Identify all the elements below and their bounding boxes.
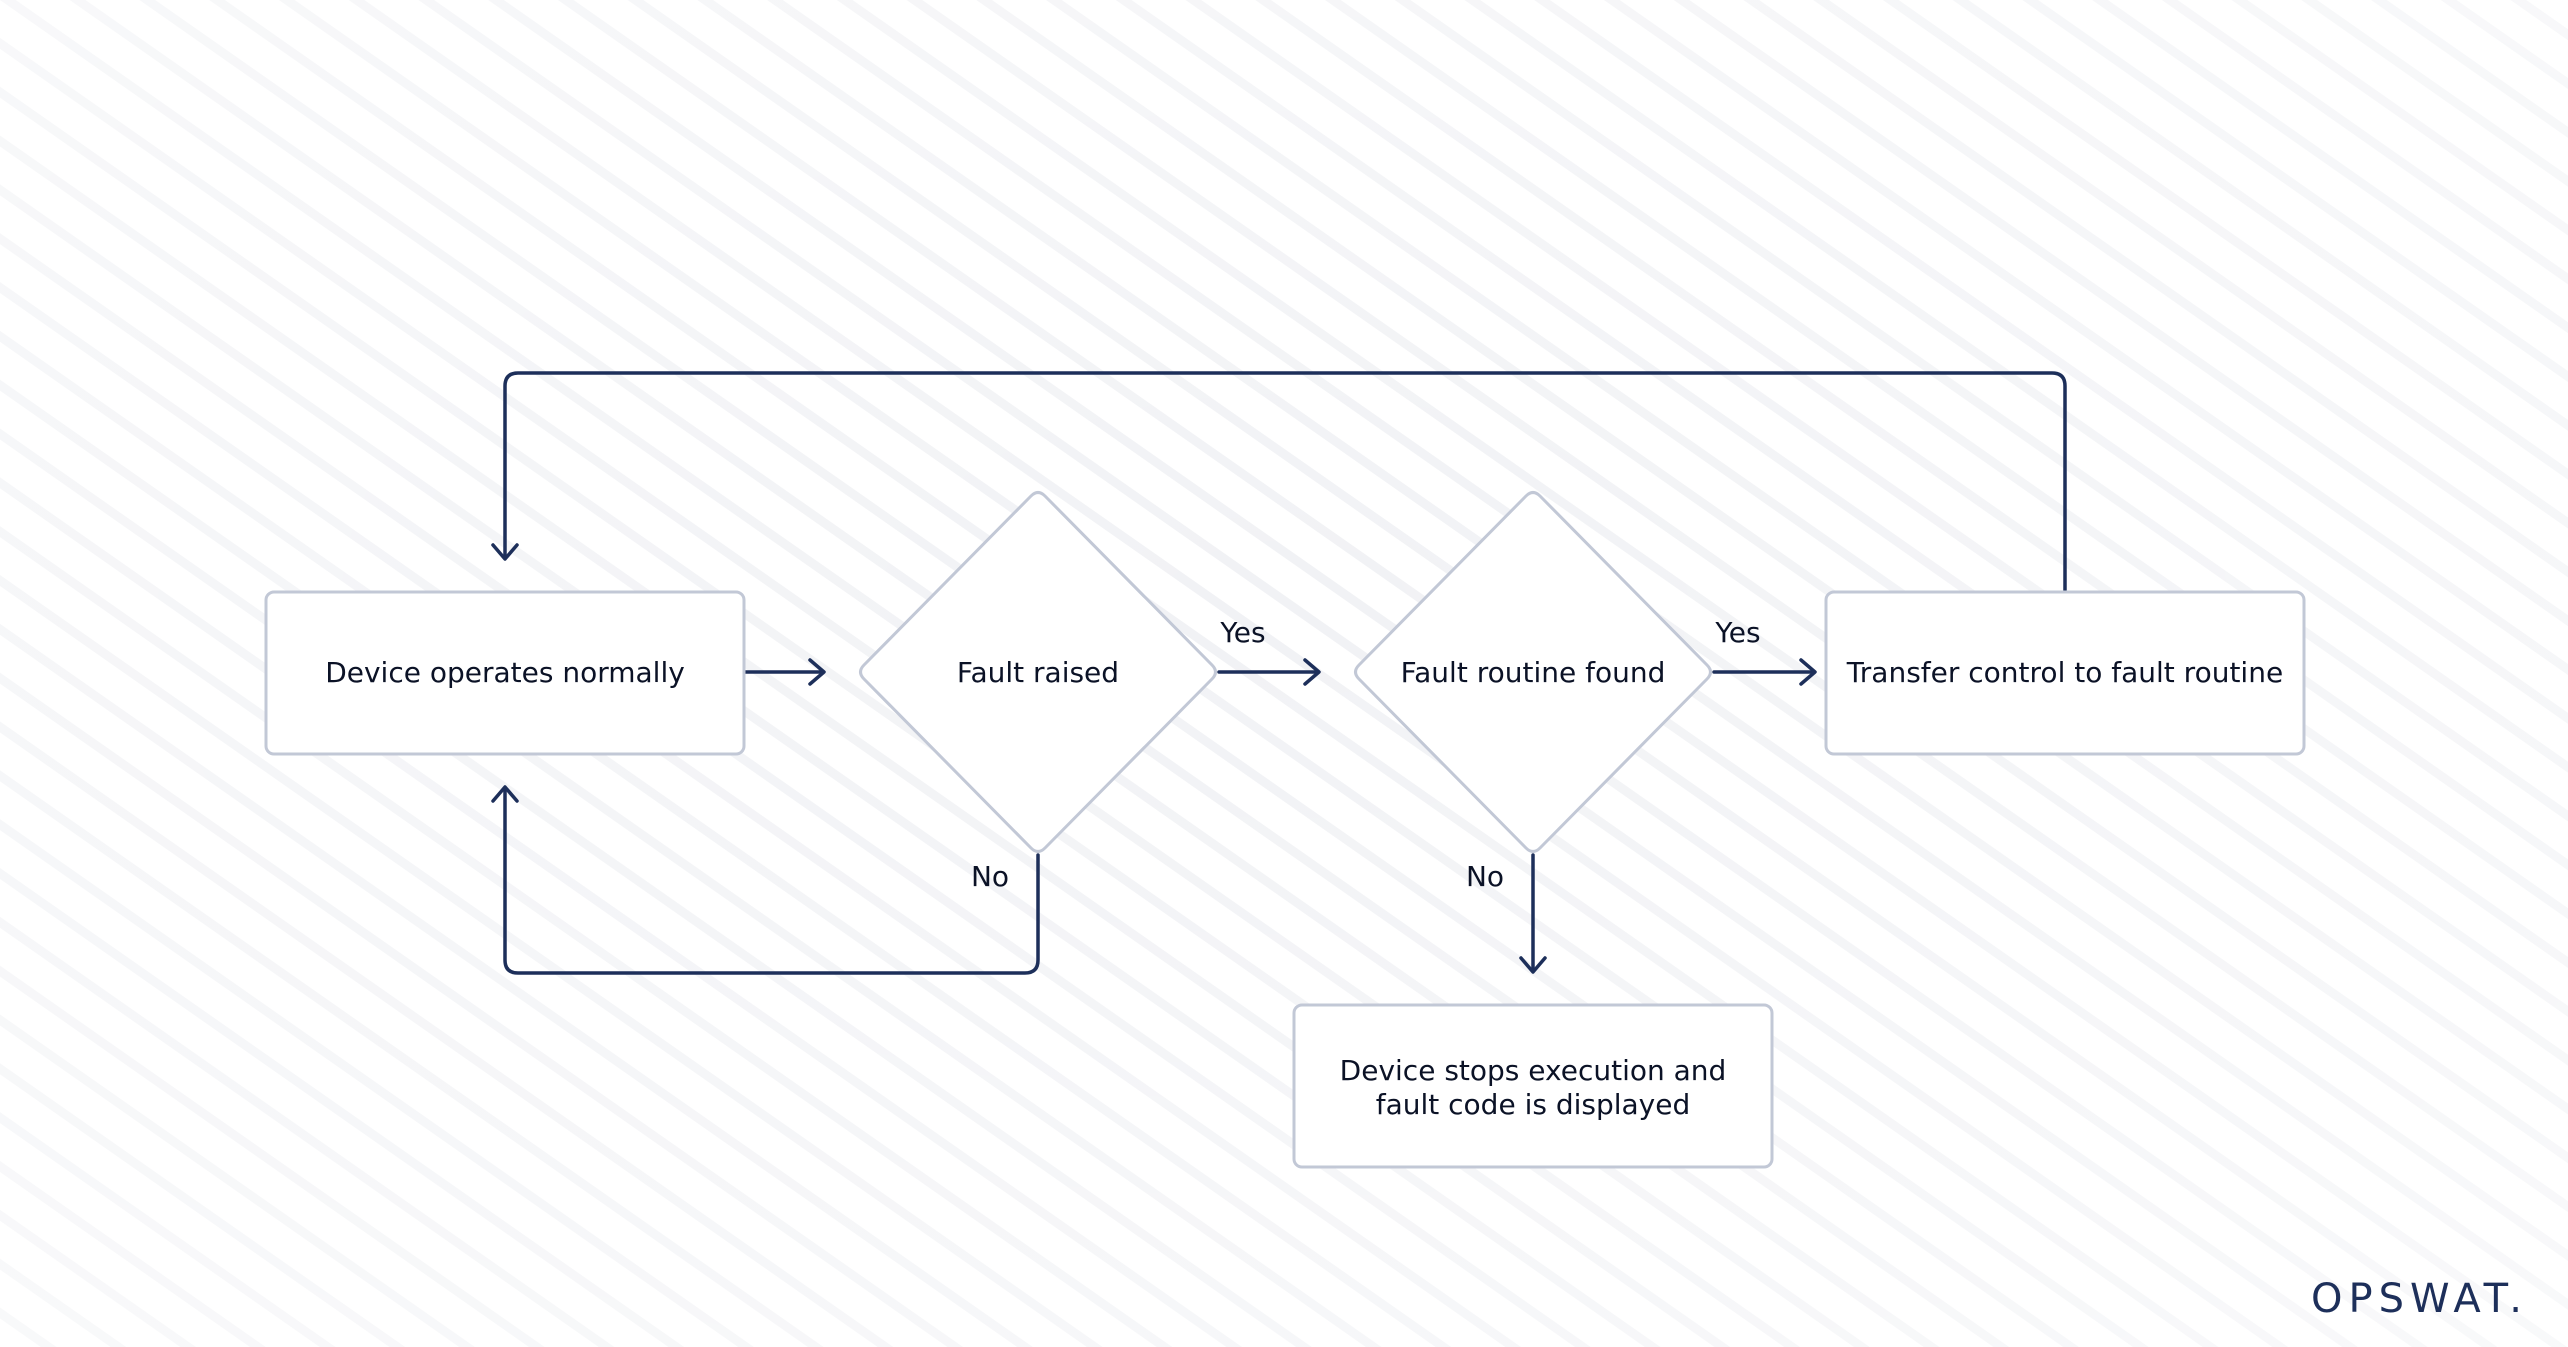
node-fault-raised: Fault raised [859, 491, 1217, 853]
opswat-logo: OPSWAT. [2311, 1276, 2528, 1322]
arrowhead-loop-back-bottom [491, 785, 519, 803]
arrowhead-loop-back-top [491, 543, 519, 561]
edge-label-fault-raised-no: No [971, 860, 1009, 893]
arrowhead-device-stops [1519, 956, 1547, 974]
connector-fault-raised-no [503, 787, 1040, 975]
node-transfer-control-label: Transfer control to fault routine [1846, 656, 2283, 689]
node-transfer-control: Transfer control to fault routine [1824, 590, 2306, 756]
connectors [491, 371, 2067, 975]
node-device-operates: Device operates normally [264, 590, 746, 756]
edge-label-fault-raised-yes: Yes [1219, 616, 1265, 649]
node-device-stops: Device stops execution and fault code is… [1292, 1003, 1774, 1169]
node-fault-routine-found: Fault routine found [1354, 491, 1712, 853]
connector-transfer-loop-back [503, 371, 2067, 592]
node-fault-raised-label: Fault raised [957, 656, 1119, 689]
edge-labels: Yes No Yes No [971, 616, 1761, 893]
node-device-operates-label: Device operates normally [325, 656, 685, 689]
arrowhead-transfer-control [1799, 658, 1817, 686]
node-device-stops-line-2: fault code is displayed [1376, 1088, 1691, 1121]
edge-label-fault-routine-no: No [1466, 860, 1504, 893]
node-fault-routine-found-label: Fault routine found [1401, 656, 1666, 689]
arrowhead-fault-raised [808, 658, 826, 686]
arrowhead-fault-routine [1303, 658, 1321, 686]
node-device-stops-line-1: Device stops execution and [1340, 1054, 1727, 1087]
edge-label-fault-routine-yes: Yes [1714, 616, 1760, 649]
